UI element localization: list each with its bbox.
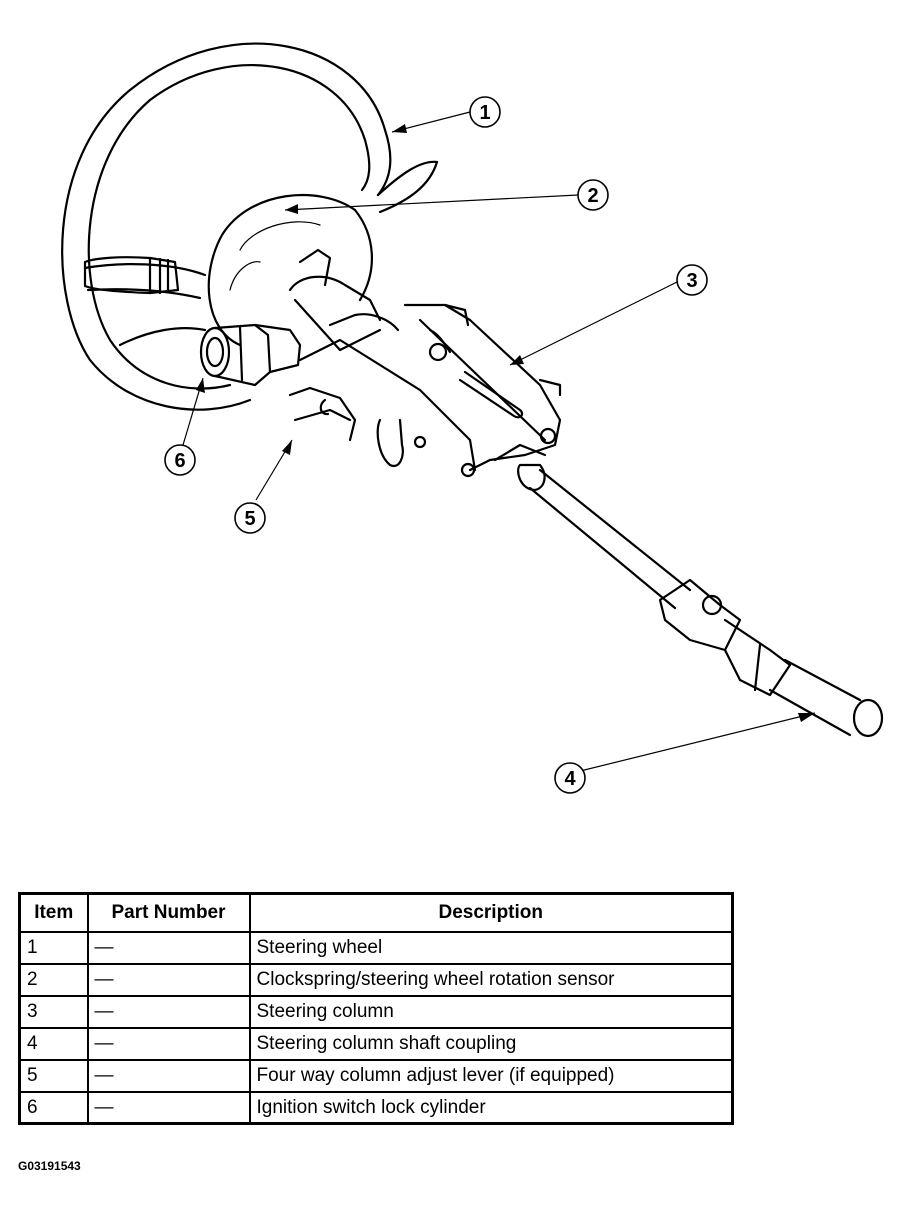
- leader-arrowheads: [196, 124, 815, 722]
- cell-description: Clockspring/steering wheel rotation sens…: [248, 962, 734, 997]
- clockspring: [207, 193, 374, 347]
- steering-wheel: [61, 42, 439, 411]
- cell-item: 5: [18, 1058, 89, 1093]
- cell-item: 1: [18, 930, 89, 965]
- cell-part-number: —: [86, 1058, 251, 1093]
- header-description: Description: [248, 892, 734, 933]
- cell-item: 4: [18, 1026, 89, 1061]
- cell-description: Steering column: [248, 994, 734, 1029]
- callout-2: 2: [577, 179, 609, 211]
- svg-text:3: 3: [686, 270, 697, 292]
- cell-item: 2: [18, 962, 89, 997]
- header-item: Item: [18, 892, 89, 933]
- table-row: 6 — Ignition switch lock cylinder: [18, 1090, 734, 1125]
- callout-1: 1: [469, 96, 501, 128]
- header-part-number: Part Number: [86, 892, 251, 933]
- figure-id: G03191543: [18, 1159, 81, 1173]
- cell-part-number: —: [86, 930, 251, 965]
- cell-description: Steering wheel: [248, 930, 734, 965]
- cell-part-number: —: [86, 994, 251, 1029]
- cell-part-number: —: [86, 1026, 251, 1061]
- steering-column-diagram: 1 2 3 4 5 6: [61, 42, 884, 794]
- table-row: 3 — Steering column: [18, 994, 734, 1029]
- cell-description: Four way column adjust lever (if equippe…: [248, 1058, 734, 1093]
- cell-item: 3: [18, 994, 89, 1029]
- svg-text:4: 4: [564, 768, 576, 790]
- parts-table: Item Part Number Description 1 — Steerin…: [18, 892, 734, 1125]
- cell-description: Steering column shaft coupling: [248, 1026, 734, 1061]
- svg-text:1: 1: [479, 102, 490, 124]
- table-row: 1 — Steering wheel: [18, 930, 734, 965]
- leader-lines: [182, 111, 816, 778]
- column-adjust-lever: [288, 386, 404, 468]
- table-row: 2 — Clockspring/steering wheel rotation …: [18, 962, 734, 997]
- callout-3: 3: [676, 264, 708, 296]
- table-row: 5 — Four way column adjust lever (if equ…: [18, 1058, 734, 1093]
- steering-column: [288, 248, 562, 478]
- svg-text:6: 6: [174, 450, 185, 472]
- callout-4: 4: [554, 762, 586, 794]
- cell-description: Ignition switch lock cylinder: [248, 1090, 734, 1125]
- svg-text:2: 2: [587, 185, 598, 207]
- callout-5: 5: [234, 502, 266, 534]
- cell-item: 6: [18, 1090, 89, 1125]
- callout-6: 6: [164, 444, 196, 476]
- shaft-coupling: [517, 463, 884, 738]
- table-row: 4 — Steering column shaft coupling: [18, 1026, 734, 1061]
- cell-part-number: —: [86, 1090, 251, 1125]
- svg-text:5: 5: [244, 508, 255, 530]
- cell-part-number: —: [86, 962, 251, 997]
- ignition-lock-cylinder: [199, 323, 302, 387]
- table-header-row: Item Part Number Description: [18, 892, 734, 933]
